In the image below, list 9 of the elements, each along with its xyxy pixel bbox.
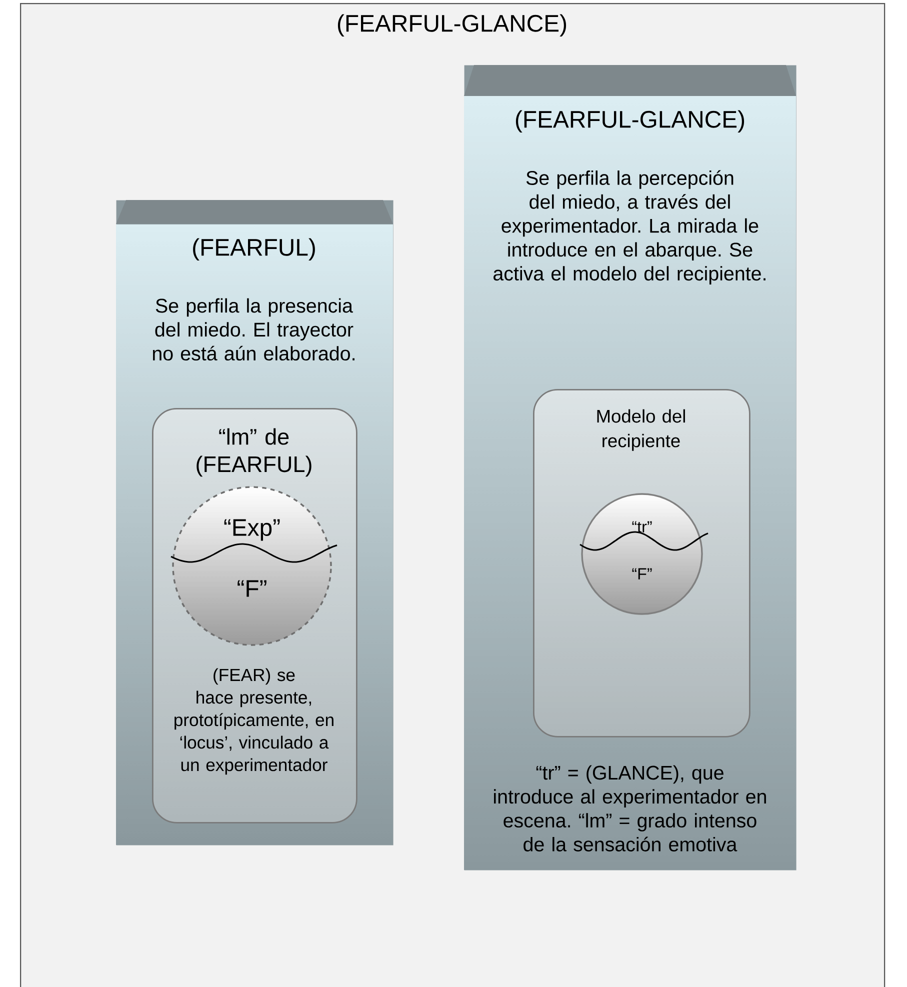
panel-note: (FEAR) se hace presente, prototípicamente, en ‘locus’, vinculado a un experimentador — [174, 668, 334, 775]
column-note: “tr” = (GLANCE), que introduce al experimentador en escena. “lm” = grado intenso de la sensación emotiva — [494, 765, 766, 852]
panel-heading: Modelo del recipiente — [597, 409, 685, 451]
column-heading: (FEARFUL-GLANCE) — [516, 110, 744, 133]
column-description: Se perfila la presencia del miedo. El trayector no está aún elaborado. — [152, 298, 354, 361]
column-description: Se perfila la percepción del miedo, a través del experimentador. La mirada le introduce en el abarque. Se activa el modelo del recipiente. — [494, 170, 766, 284]
column-heading: (FEARFUL) — [193, 238, 315, 261]
frame-heading: (FEARFUL-GLANCE) — [338, 14, 566, 37]
panel-heading: “lm” de (FEARFUL) — [196, 428, 312, 477]
